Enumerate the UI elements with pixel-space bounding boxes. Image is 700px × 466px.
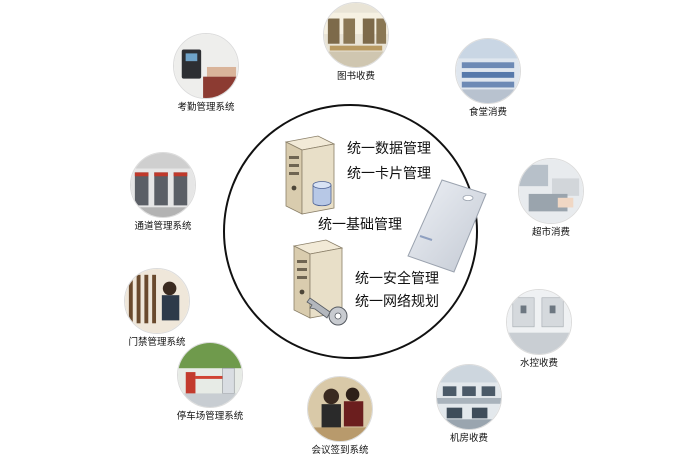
node-water: 水控收费 [484,289,594,370]
center-line-data-mgmt: 统一数据管理 [347,140,431,158]
node-label-meeting: 会议签到系统 [285,445,395,457]
node-meeting: 会议签到系统 [285,376,395,457]
node-attendance: 考勤管理系统 [151,33,261,114]
rfid-card-icon [402,176,492,276]
node-label-attendance: 考勤管理系统 [151,102,261,114]
node-supermarket: 超市消费 [496,158,606,239]
node-label-library: 图书收费 [301,71,411,83]
water-control-photo [506,289,572,355]
node-canteen: 食堂消费 [433,38,543,119]
node-label-parking: 停车场管理系统 [155,411,265,423]
center-line-card-mgmt: 统一卡片管理 [347,165,431,183]
node-computer-room: 机房收费 [414,364,524,445]
door-access-photo [124,268,190,334]
database-icon [311,180,333,208]
node-label-computer-room: 机房收费 [414,433,524,445]
parking-photo [177,342,243,408]
center-line-network-plan: 统一网络规划 [355,293,439,311]
center-line-security-mgmt: 统一安全管理 [355,270,439,288]
channel-gate-photo [130,152,196,218]
node-label-supermarket: 超市消费 [496,227,606,239]
computer-room-photo [436,364,502,430]
node-label-channel: 通道管理系统 [108,221,218,233]
node-label-canteen: 食堂消费 [433,107,543,119]
node-label-door: 门禁管理系统 [102,337,212,349]
canteen-photo [455,38,521,104]
meeting-signin-photo [307,376,373,442]
attendance-photo [173,33,239,99]
node-parking: 停车场管理系统 [155,342,265,423]
library-photo [323,2,389,68]
key-icon [304,290,350,330]
center-line-base-mgmt: 统一基础管理 [318,216,402,234]
node-library: 图书收费 [301,2,411,83]
node-channel: 通道管理系统 [108,152,218,233]
supermarket-photo [518,158,584,224]
node-door: 门禁管理系统 [102,268,212,349]
